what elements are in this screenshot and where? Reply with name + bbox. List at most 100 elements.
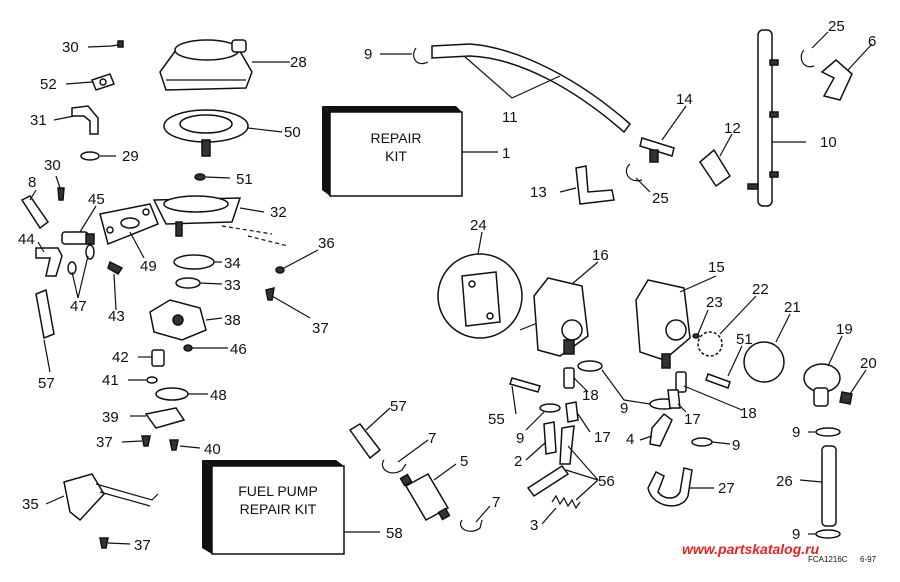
part-5-fuel-filter	[399, 472, 451, 522]
callout-43: 43	[108, 308, 125, 325]
part-22-diaphragm	[697, 331, 723, 357]
part-8-hose	[20, 195, 50, 230]
part-40-screw	[169, 439, 179, 451]
part-46-plug	[183, 344, 193, 352]
part-42-nozzle	[151, 349, 165, 367]
part-51-ring	[194, 173, 206, 181]
callout-17: 17	[594, 429, 611, 446]
part-9-clamp-d	[539, 403, 561, 413]
part-33-oring	[175, 277, 201, 289]
callout-41: 41	[102, 372, 119, 389]
callout-9: 9	[620, 400, 628, 417]
part-12-hose	[699, 148, 732, 188]
callout-27: 27	[718, 480, 735, 497]
callout-51: 51	[236, 171, 253, 188]
callout-9: 9	[364, 46, 372, 63]
part-13-hose	[575, 165, 615, 205]
part-17-hose-b	[667, 389, 681, 409]
part-26-hose	[821, 445, 837, 527]
callout-26: 26	[776, 473, 793, 490]
part-50-diaphragm	[163, 109, 249, 157]
callout-23: 23	[706, 294, 723, 311]
callout-51: 51	[736, 331, 753, 348]
callout-9: 9	[732, 437, 740, 454]
repair-kit-box: REPAIR KIT	[322, 106, 498, 197]
part-7-clamp-a	[381, 459, 407, 474]
part-27-hose	[647, 467, 693, 507]
part-9-clamp-top	[413, 47, 429, 65]
callout-17: 17	[684, 411, 701, 428]
part-illustrations	[20, 29, 853, 549]
part-57-hose-left	[35, 288, 55, 340]
fuel-pump-kit-label-line2: REPAIR KIT	[240, 501, 317, 517]
callout-47: 47	[70, 298, 87, 315]
part-43-jet	[107, 260, 124, 276]
callout-21: 21	[784, 299, 801, 316]
callout-9: 9	[792, 424, 800, 441]
part-7-clamp-b	[460, 519, 483, 532]
part-52-gasket	[91, 73, 115, 91]
part-25-clamp-b	[800, 49, 815, 68]
callout-36: 36	[318, 235, 335, 252]
callout-15: 15	[708, 259, 725, 276]
part-9-clamp-g	[815, 529, 841, 539]
part-9-clamp-b	[577, 360, 603, 372]
figure-date: 6-97	[860, 555, 877, 564]
part-31-elbow	[71, 105, 99, 135]
callout-18: 18	[740, 405, 757, 422]
callout-13: 13	[530, 184, 547, 201]
part-18-fitting-a	[563, 367, 575, 389]
callout-39: 39	[102, 409, 119, 426]
callout-30: 30	[62, 39, 79, 56]
callout-5: 5	[460, 453, 468, 470]
callout-18: 18	[582, 387, 599, 404]
callout-40: 40	[204, 441, 221, 458]
callout-30: 30	[44, 157, 61, 174]
part-56-hose-b	[526, 464, 570, 498]
callout-32: 32	[270, 204, 287, 221]
callout-38: 38	[224, 312, 241, 329]
callout-4: 4	[626, 431, 634, 448]
callout-28: 28	[290, 54, 307, 71]
callout-46: 46	[230, 341, 247, 358]
callout-9: 9	[516, 430, 524, 447]
callout-numbers: 30 52 31 30 8 45 44 47 49 43 57 28 50 29…	[18, 18, 877, 554]
part-14-tee	[639, 137, 675, 163]
callout-6: 6	[868, 33, 876, 50]
part-45-fitting	[61, 231, 95, 245]
part-57-hose-right	[348, 423, 382, 460]
callout-50: 50	[284, 124, 301, 141]
callout-10: 10	[820, 134, 837, 151]
callout-55: 55	[488, 411, 505, 428]
callout-9: 9	[792, 526, 800, 543]
callout-42: 42	[112, 349, 129, 366]
callout-37: 37	[134, 537, 151, 554]
fuel-pump-kit-label-line1: FUEL PUMP	[238, 483, 318, 499]
callout-2: 2	[514, 453, 522, 470]
callout-56: 56	[598, 473, 615, 490]
part-30-pin	[57, 187, 65, 201]
part-9-clamp-e	[691, 437, 713, 447]
callout-45: 45	[88, 191, 105, 208]
part-2-hose	[543, 421, 557, 455]
callout-11: 11	[502, 109, 518, 126]
part-32-carb-body	[152, 195, 289, 247]
callout-37: 37	[96, 434, 113, 451]
part-18-fitting-b	[675, 371, 687, 393]
callout-19: 19	[836, 321, 853, 338]
part-20-screw	[839, 391, 853, 405]
fuel-pump-repair-kit-box: FUEL PUMP REPAIR KIT	[202, 460, 380, 555]
part-29-oring	[80, 151, 100, 161]
part-4-hose	[649, 412, 673, 447]
part-37-screw-c	[99, 537, 109, 549]
part-23-valve	[692, 333, 700, 339]
leader-lines	[29, 31, 873, 545]
part-37-screw-a	[265, 286, 275, 301]
callout-57: 57	[38, 375, 55, 392]
part-16-fuel-pump	[533, 277, 589, 357]
part-39-gasket	[144, 407, 186, 429]
callout-1: 1	[502, 145, 510, 162]
callout-14: 14	[676, 91, 693, 108]
part-19-cover	[803, 363, 841, 407]
callout-34: 34	[224, 255, 241, 272]
